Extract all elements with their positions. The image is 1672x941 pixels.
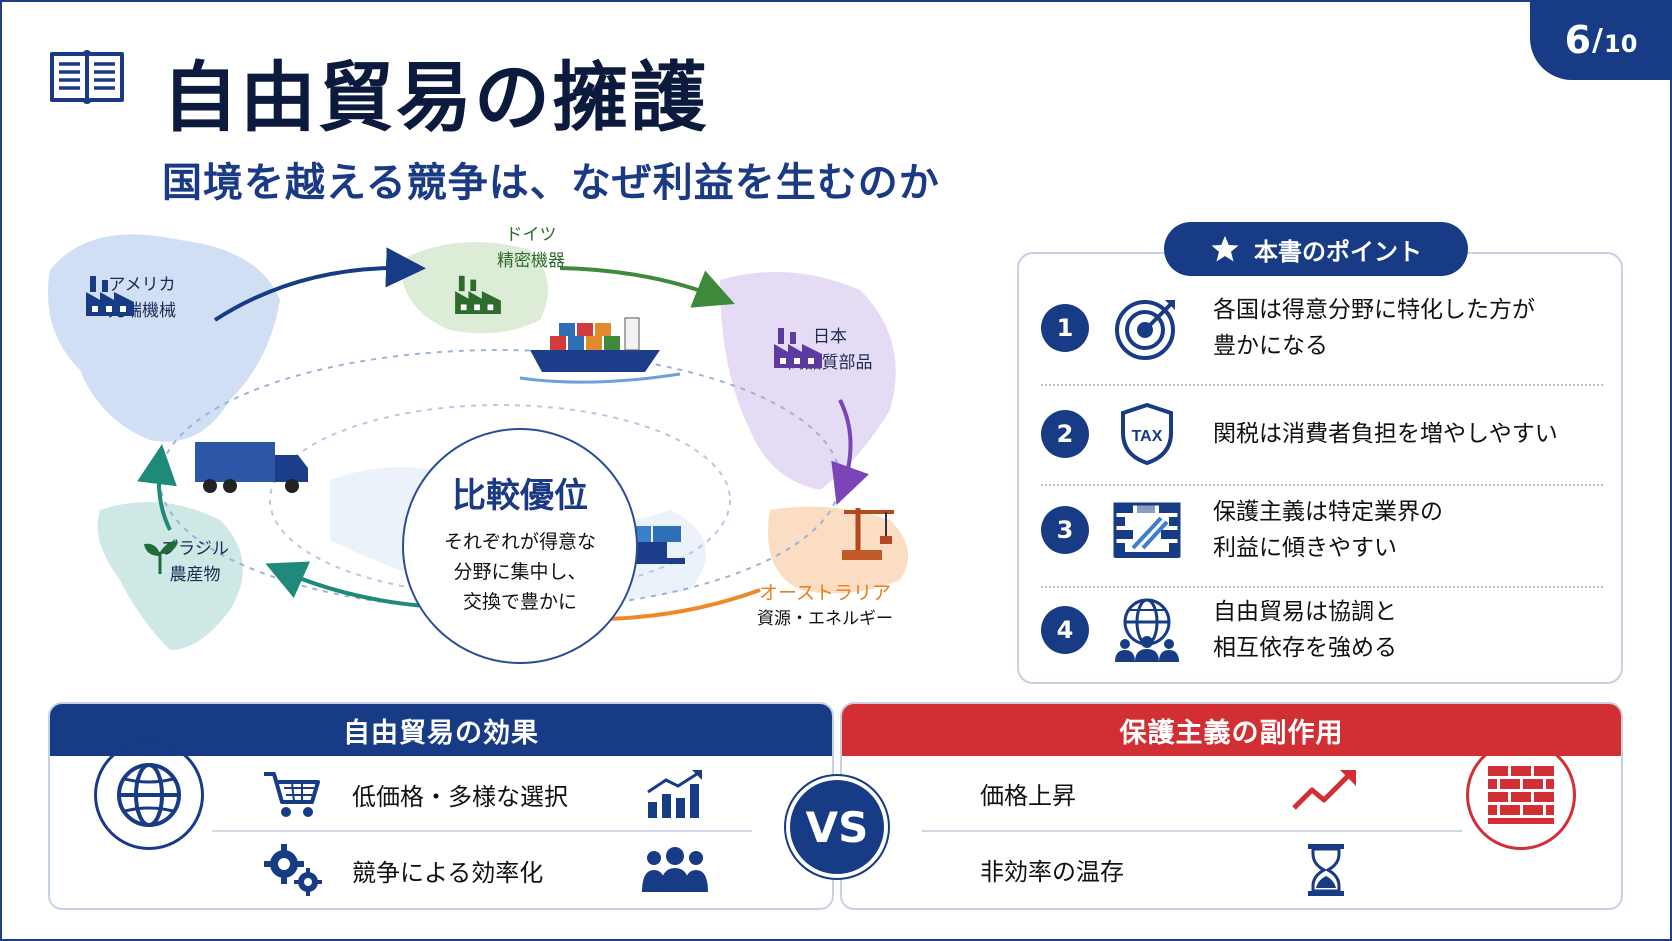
node-germany: ドイツ 精密機器: [476, 222, 586, 274]
protectionism-row-1: 価格上昇: [980, 776, 1076, 811]
brick-wall-icon: [1466, 740, 1576, 850]
point-item-4: 4 自由貿易は協調と 相互依存を強める: [1041, 594, 1603, 666]
truck-icon: [195, 442, 308, 493]
point-number: 1: [1041, 304, 1089, 352]
book-icon: [50, 50, 124, 104]
bar-chart-up-icon: [647, 770, 702, 818]
usa-name: アメリカ: [108, 275, 176, 295]
key-points-panel: 1 各国は得意分野に特化した方が 豊かになる 2 TAX 関税は消費者負担を増や…: [1017, 252, 1623, 684]
node-australia: オーストラリア 資源・エネルギー: [730, 580, 920, 632]
point-item-1: 1 各国は得意分野に特化した方が 豊かになる: [1041, 292, 1603, 364]
page-separator: /: [1592, 22, 1603, 58]
japan-name: 日本: [813, 327, 847, 347]
page-number-badge: 6 / 10: [1530, 0, 1672, 80]
australia-name: オーストラリア: [758, 582, 892, 604]
factory-icon: [774, 328, 822, 368]
sprout-icon: [144, 541, 178, 574]
tax-icon-text: TAX: [1132, 428, 1163, 445]
hourglass-icon: [1308, 844, 1344, 896]
cart-icon: [264, 772, 320, 817]
node-japan: 日本 高品質部品: [770, 324, 890, 376]
center-line: それぞれが得意な: [443, 531, 596, 553]
center-title: 比較優位: [452, 476, 588, 516]
free-trade-row-2: 競争による効率化: [262, 842, 543, 898]
trade-map: アメリカ 先端機械 ドイツ 精密機器 日本 高品質部品 オーストラリア 資源・エ…: [30, 210, 1000, 690]
page-subtitle: 国境を越える競争は、なぜ利益を生むのか: [162, 160, 940, 206]
protectionism-row-2: 非効率の温存: [980, 852, 1124, 887]
comparative-advantage-circle: 比較優位 それぞれが得意な 分野に集中し、 交換で豊かに: [402, 428, 638, 664]
node-usa: アメリカ 先端機械: [82, 272, 202, 324]
target-icon: [1115, 300, 1175, 360]
point-item-2: 2 TAX 関税は消費者負担を増やしやすい: [1041, 394, 1603, 474]
cargo-ship-icon: [519, 317, 681, 384]
center-line: 分野に集中し、: [453, 561, 587, 583]
factory-icon: [86, 276, 134, 316]
free-trade-header: 自由貿易の効果: [50, 704, 832, 756]
divider: [1041, 384, 1603, 386]
protectionism-row-text: 価格上昇: [980, 782, 1076, 810]
free-trade-row-1: 低価格・多様な選択: [262, 768, 568, 820]
point-number: 2: [1041, 410, 1089, 458]
divider: [212, 830, 752, 832]
page-current: 6: [1564, 18, 1592, 62]
point-item-3: 3 保護主義は特定業界の 利益に傾きやすい: [1041, 494, 1603, 566]
page-total: 10: [1604, 30, 1638, 58]
point-number: 3: [1041, 506, 1089, 554]
people-icon: [642, 847, 708, 892]
divider: [1041, 586, 1603, 588]
point-text: 関税は消費者負担を増やしやすい: [1213, 421, 1558, 447]
free-trade-row-text: 競争による効率化: [352, 858, 544, 887]
germany-product: 精密機器: [497, 251, 565, 271]
globe-icon: [94, 740, 204, 850]
node-brazil: ブラジル 農産物: [140, 536, 250, 588]
star-icon: [1211, 236, 1239, 262]
divider: [922, 830, 1462, 832]
factory-icon: [455, 275, 501, 314]
point-text: 豊かになる: [1213, 333, 1328, 359]
key-points-title-text: 本書のポイント: [1254, 237, 1422, 266]
brazil-name: ブラジル: [161, 539, 229, 559]
point-text: 自由貿易は協調と: [1213, 599, 1397, 625]
page-title: 自由貿易の擁護: [162, 53, 708, 142]
divider: [1041, 484, 1603, 486]
point-text: 相互依存を強める: [1213, 635, 1397, 661]
key-points-title: 本書のポイント: [1164, 222, 1468, 276]
germany-name: ドイツ: [505, 225, 557, 245]
center-line: 交換で豊かに: [462, 591, 577, 613]
trend-up-icon: [1292, 770, 1356, 810]
free-trade-row-text: 低価格・多様な選択: [352, 782, 568, 811]
point-text: 各国は得意分野に特化した方が: [1213, 297, 1535, 323]
crane-icon: [842, 508, 894, 560]
protectionism-row-text: 非効率の温存: [980, 858, 1124, 886]
point-number: 4: [1041, 606, 1089, 654]
globe-people-icon: [1115, 598, 1179, 662]
point-text: 利益に傾きやすい: [1213, 535, 1397, 561]
australia-product: 資源・エネルギー: [757, 609, 893, 629]
barrier-wall-icon: [1113, 502, 1181, 558]
vs-badge: VS: [786, 776, 888, 878]
brazil-product: 農産物: [169, 565, 221, 585]
point-text: 保護主義は特定業界の: [1213, 499, 1443, 525]
gears-icon: [264, 844, 322, 896]
tax-shield-icon: TAX: [1121, 402, 1173, 466]
